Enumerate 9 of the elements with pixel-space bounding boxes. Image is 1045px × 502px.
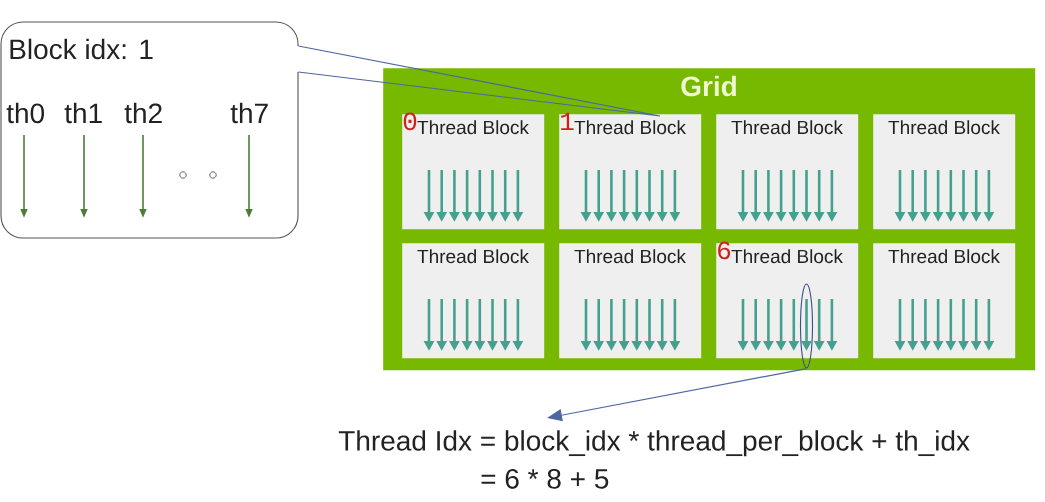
thread-block: Thread Block	[716, 114, 859, 230]
highlight-ellipse	[799, 283, 814, 369]
formula-text: Thread Idx = block_idx * thread_per_block + th_idx = 6 * 8 + 5	[338, 430, 970, 489]
thread-block: Thread Block	[559, 243, 702, 359]
thread-block: Thread Block	[873, 243, 1016, 359]
thread-block: Thread Block	[402, 243, 545, 359]
callout-bubble: Block idx: 1 th0 th1 th2 th7	[0, 21, 299, 239]
thread-block: Thread Block	[873, 114, 1016, 230]
callout-pointer	[297, 45, 661, 117]
